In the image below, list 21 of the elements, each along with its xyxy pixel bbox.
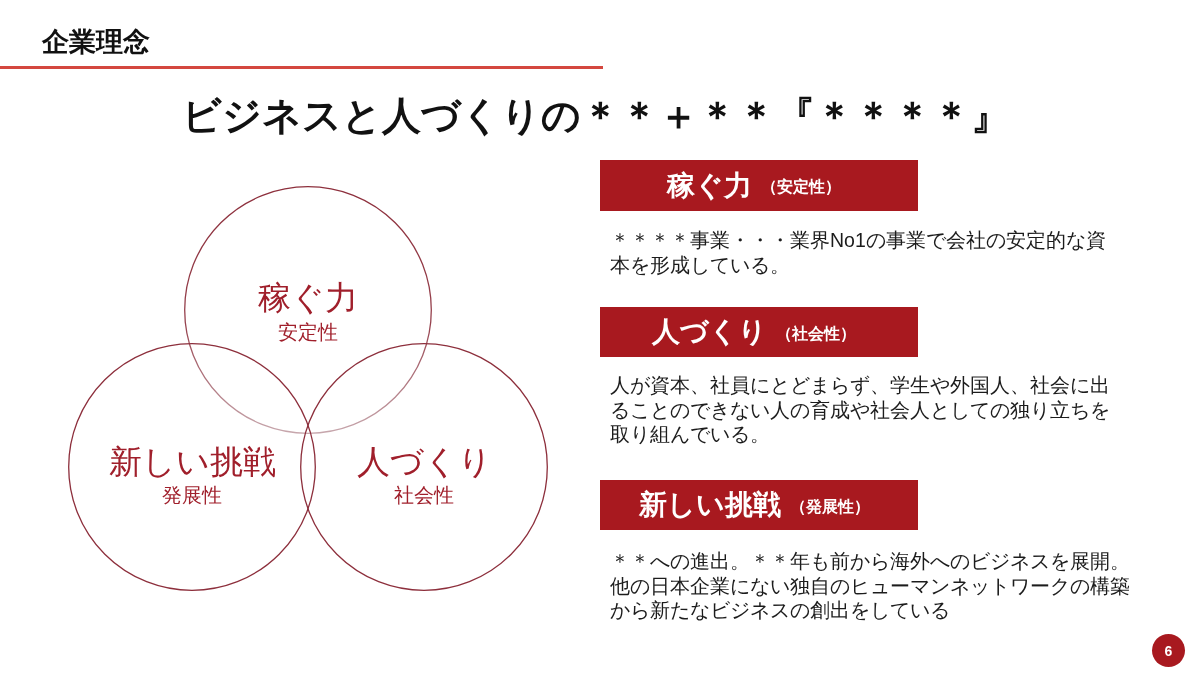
band-title: 人づくり [652, 315, 767, 349]
band-subtitle: （発展性） [789, 496, 870, 517]
circle-title: 人づくり [356, 442, 492, 482]
circle-title: 稼ぐ力 [258, 278, 358, 318]
heading-band [600, 480, 918, 530]
circle-subtitle: 発展性 [162, 483, 222, 507]
description-text: ＊＊＊＊事業・・・業界No1の事業で会社の安定的な資本を形成している。 [610, 228, 1107, 277]
circle-title: 新しい挑戦 [108, 442, 276, 482]
band-title: 新しい挑戦 [638, 488, 781, 522]
description-text: 人が資本、社員にとどまらず、学生や外国人、社会に出ることのできない人の育成や社会人としての独り立ちを取り組んでいる。 [610, 373, 1111, 447]
band-subtitle: （安定性） [761, 177, 841, 197]
band-subtitle: （社会性） [776, 323, 856, 344]
heading-band [600, 160, 918, 211]
circle-subtitle: 安定性 [278, 320, 338, 344]
circle-subtitle: 社会性 [394, 483, 454, 507]
heading-band [600, 307, 918, 357]
slide-title: ビジネスと人づくりの＊＊＋＊＊『＊＊＊＊』 [182, 93, 1010, 139]
band-title: 稼ぐ力 [667, 168, 752, 203]
page-header: 企業理念 [42, 26, 150, 59]
page-number-badge: 6 [1152, 634, 1185, 667]
description-text: ＊＊への進出。＊＊年も前から海外へのビジネスを展開。他の日本企業にない独自のヒューマンネットワークの構築から新たなビジネスの創出をしている [610, 549, 1131, 623]
